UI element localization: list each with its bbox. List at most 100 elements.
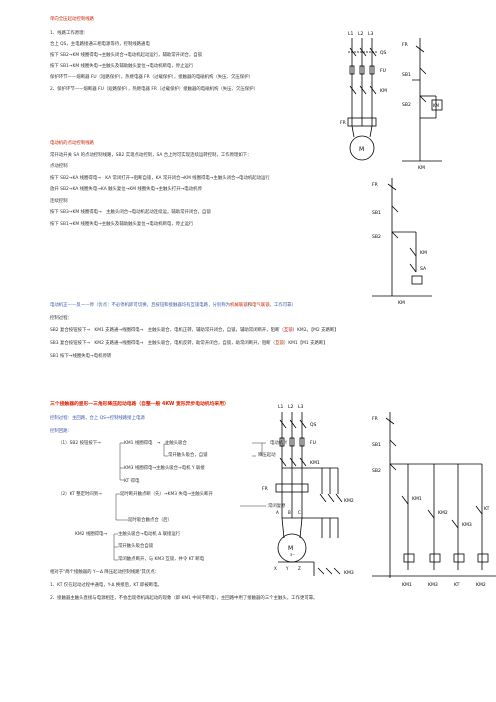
section4-km1-coil: KM1 线圈得电 → 主触头吸合 (124, 441, 187, 446)
section3-lead: 电动机正——反——停（优点：不必停机即可切换，且按钮和接触器均有互锁电路，分别称… (50, 303, 296, 308)
label-km-bottom-1: KM (418, 165, 425, 171)
section3-interlock-1: 互锁 (283, 328, 293, 333)
label-l2-3: L2 (288, 404, 294, 410)
section3-line-3c: ）KM2。【M2 支路断】 (292, 328, 339, 333)
section2-line-4: 放开 SB2→KA 线圈失电→KA 触头复位→KM 线圈失电→主触头打开→电动机… (50, 187, 202, 192)
label-fu: FU (380, 68, 386, 74)
label-km2-3: KM2 (344, 498, 354, 504)
label-l2: L2 (358, 31, 364, 37)
section3-line-4a: SB3 复合按钮按下→ KM2 支路通→线圈得电→ 主触头吸合，电机反转，助常开… (50, 341, 276, 346)
section4-sb2: （1）SB2 按钮按下→ (58, 441, 101, 446)
section4-nc-interlock: 常闭触点断开，与 KM3 互锁，并令 KT 断电 (118, 557, 205, 562)
section4-line-1: 控制过程：主回路，合上 QS→控制线路接上电源 (50, 416, 145, 421)
label-sa: SA (420, 266, 427, 272)
section2-line-2: 点动控制 (50, 164, 68, 169)
section2-line-6: 按下 SB3→KM 线圈得电→ 主触头闭合→电动机起动连续运，辅助常开闭合，自锁 (50, 210, 211, 215)
diagram-jog-control: FR SB1 SB2 KM SA KM (372, 178, 432, 306)
label-motor: M (359, 146, 364, 153)
section3-line-5: SB1 按下→线圈失电→电机停转 (50, 354, 112, 359)
section2-line-3: 按下 SB2→KA 线圈得电→ KA 常闭打开→阻断自锁，KA 常开闭合→KM … (50, 176, 270, 181)
section1-line-2: 合上 QS，主电路接通三相电源等待，控制线路通电 (50, 42, 150, 47)
section4-point-1: 1、KT 仅在起动过程中通电，Y-Δ 换接后，KT 即被断电。 (50, 583, 162, 588)
section2-line-5: 连续控制 (50, 199, 68, 204)
section3-lead-c: 和 (247, 303, 253, 308)
section2-title: 电动机的点动控制线路 (50, 141, 94, 146)
section1-title: 单向全压起动控制线路 (50, 17, 94, 22)
label-km3-3: KM3 (344, 570, 354, 576)
section4-delay-open: 延时断开触点断（先）→KM3 失电→主触头断开 (120, 492, 213, 497)
label-km-coil-1: KM (433, 103, 440, 108)
label-sb1-4: SB1 (372, 442, 381, 448)
label-sb2-4: SB2 (372, 468, 381, 474)
label-sb2-1: SB2 (402, 102, 411, 108)
label-b: B (288, 510, 291, 515)
section3-line-2: 控制过程： (50, 316, 72, 321)
label-fr-1: FR (402, 42, 408, 48)
section3-interlock-2: 互锁 (275, 341, 284, 346)
label-l1: L1 (348, 31, 354, 37)
label-fu-3: FU (310, 440, 316, 446)
label-km2-4: KM2 (438, 510, 448, 516)
section1-line-6: 2、保护环节——熔断器 FU（短路保护），热继电器 FR（过载保护）接触器的电磁… (50, 87, 258, 92)
label-kt-bottom: KT (454, 582, 460, 588)
section1-line-1: 1、线路工作原理: (50, 31, 86, 36)
section3-mechanical-interlock: 机械联锁 (230, 303, 248, 308)
label-qs-3: QS (310, 422, 317, 428)
label-sb2-2: SB2 (372, 234, 381, 240)
section4-km3-coil: KM3 线圈得电→主触头吸合→电机 Y 联接 (124, 466, 205, 471)
label-y: Y (285, 566, 289, 571)
label-qs: QS (380, 50, 387, 56)
section3-lead-e: ，工作可靠） (269, 303, 296, 308)
label-3phase: 3~ (290, 553, 295, 557)
label-km1-4: KM1 (412, 496, 422, 502)
label-sb1-2: SB1 (372, 210, 381, 216)
section3-line-3: SB2 复合按钮按下→ KM1 支路通→线圈得电→ 主触头吸合，电机正转，辅助常… (50, 328, 339, 333)
section4-kt: KT 得电 (124, 479, 140, 484)
label-km1-bottom: KM1 (402, 582, 412, 588)
label-a: A (276, 510, 279, 515)
section2-line-7: 按下 SB1→KM 线圈失电→主触头及辅助触头复位→电动机断电，停止运行 (50, 222, 194, 227)
section1-line-3: 按下 SB2→KM 线圈得电→主触头闭合→电动机起动运行，辅助常开闭合，自锁 (50, 53, 203, 58)
section4-reduced-start: 降压起动 (258, 453, 276, 458)
diagram-main-circuit-1: L1 L2 L3 QS FU KM FR M (340, 31, 387, 161)
label-fr-4: FR (372, 416, 378, 422)
label-fr-2: FR (372, 182, 378, 188)
section4-nc-reset: 常闭复原 (268, 504, 286, 509)
section1-line-4: 按下 SB1→KM 线圈失电→主触头及辅助触头复位→电动机断电，停止运行 (50, 64, 194, 69)
label-km3-4: KM3 (462, 522, 472, 528)
label-x: X (274, 566, 277, 571)
section4-star: 电动机 Y (270, 441, 288, 446)
section4-advantage: 相对于"两个接触器的 Y—Δ 降压起动控制线路"其优点： (50, 570, 160, 575)
label-fr: FR (340, 120, 346, 126)
label-l3-3: L3 (298, 404, 304, 410)
label-fr-3: FR (262, 486, 268, 492)
label-z: Z (298, 566, 301, 571)
label-motor-3: M (288, 545, 293, 552)
section3-line-3a: SB2 复合按钮按下→ KM1 支路通→线圈得电→ 主触头吸合，电机正转，辅助常… (50, 328, 284, 333)
section4-km2-coil: KM2 线圈得电→ (75, 532, 108, 537)
section4-line-2: 控制回路： (50, 429, 72, 434)
label-kt-4: KT (484, 506, 490, 512)
label-km-2: KM (420, 250, 427, 256)
label-km: KM (380, 88, 387, 94)
diagram-control-1: FR SB1 SB2 KM KM (402, 38, 443, 171)
label-l1-3: L1 (278, 404, 284, 410)
section4-no-selflock: 常开触头吸合自锁 (118, 544, 154, 549)
label-km-bottom-2: KM (398, 300, 405, 306)
diagram-star-delta-main: L1 L2 L3 QS FU KM1 FR KM2 A B C M 3~ X Y… (262, 404, 354, 576)
label-km1-3: KM1 (310, 460, 320, 466)
section3-electrical-interlock: 电气联锁 (252, 303, 270, 308)
label-sb1-1: SB1 (402, 72, 411, 78)
section3-lead-a: 电动机正——反——停（优点：不必停机即可切换，且按钮和接触器均有互锁电路，分别称… (50, 303, 231, 308)
label-km2-bottom: KM2 (476, 582, 486, 588)
section3-line-4: SB3 复合按钮按下→ KM2 支路通→线圈得电→ 主触头吸合，电机反转，助常开… (50, 341, 328, 346)
section2-line-1: 常开动开关 SA 的点动控制线路，SB2 实现点动控制，SA 合上时可实现连续运… (50, 153, 252, 158)
section4-kt-timeout: （2）KT 整定时间到→ (58, 492, 102, 497)
section4-delta-run: 主触头吸合→电动机 Δ 联接运行 (118, 532, 181, 537)
section4-point-2: 2、接触器主触头直接与电源相连，不会出现停机再起动的现象（即 KM1 中间不断电… (50, 596, 318, 601)
label-l3: L3 (368, 31, 374, 37)
label-km3-bottom: KM3 (428, 582, 438, 588)
section1-line-5: 保护环节——熔断器 FU（短路保护），热继电器 FR（过载保护），接触器的电磁机… (50, 75, 253, 80)
section4-title: 三个接触器的星形一三角形降压起动电路（自整一般 4KW 宽形异步电动机均采用） (50, 402, 229, 407)
